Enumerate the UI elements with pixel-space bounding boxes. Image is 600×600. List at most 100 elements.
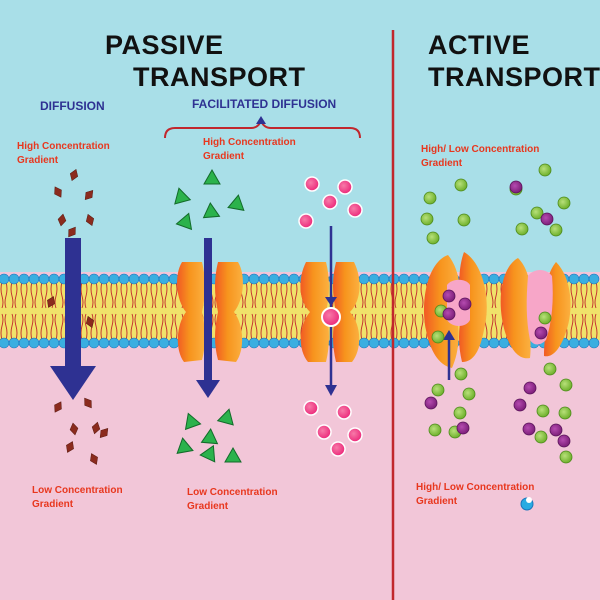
facilitated-low-label-1: Low Concentration: [187, 487, 278, 498]
diffusion-particle: [54, 401, 62, 413]
active-top-label-1: High/ Low Concentration: [421, 144, 540, 155]
phosphate-head: [118, 337, 130, 349]
phosphate-head: [408, 273, 420, 285]
phosphate-head: [278, 337, 290, 349]
pink-molecule: [316, 424, 332, 440]
phosphate-head: [568, 273, 580, 285]
phosphate-head: [588, 337, 600, 349]
diffusion-particle: [47, 296, 55, 308]
pink-molecule: [336, 404, 352, 420]
phosphate-head: [8, 337, 20, 349]
phosphate-head: [268, 273, 280, 285]
diffusion-high-label-2: Gradient: [17, 155, 59, 166]
phosphate-head: [278, 273, 290, 285]
diffusion-particle: [68, 226, 76, 238]
purple-molecule: [509, 180, 523, 194]
green-molecule: [423, 191, 437, 205]
phosphate-head: [128, 337, 140, 349]
green-molecule: [453, 406, 467, 420]
pink-molecule: [322, 194, 338, 210]
green-molecule: [426, 231, 440, 245]
phosphate-head: [488, 273, 500, 285]
phosphate-head: [148, 273, 160, 285]
diffusion-particle: [66, 441, 74, 453]
phosphate-head: [408, 337, 420, 349]
green-molecule: [515, 222, 529, 236]
phosphate-head: [168, 337, 180, 349]
diffusion-high-label-1: High Concentration: [17, 141, 110, 152]
phosphate-head: [288, 273, 300, 285]
purple-molecule: [442, 289, 456, 303]
green-molecule: [538, 163, 552, 177]
phosphate-head: [418, 273, 430, 285]
phosphate-head: [98, 273, 110, 285]
pink-molecule: [298, 213, 314, 229]
pink-molecules-low: [303, 400, 363, 457]
green-triangle: [224, 446, 242, 463]
diffusion-particle: [69, 168, 79, 182]
active-top-label-2: Gradient: [421, 158, 463, 169]
pink-molecule: [330, 441, 346, 457]
phosphate-head: [368, 273, 380, 285]
green-triangle: [174, 187, 192, 205]
diffusion-particle: [90, 453, 98, 465]
green-molecule: [428, 423, 442, 437]
active-bottom-label-1: High/ Low Concentration: [416, 482, 535, 493]
green-molecule: [454, 178, 468, 192]
green-triangle: [175, 212, 193, 231]
phosphate-head: [88, 337, 100, 349]
pink-molecule: [347, 427, 363, 443]
active-bottom-label-2: Gradient: [416, 496, 458, 507]
phosphate-head: [378, 273, 390, 285]
green-molecule: [462, 387, 476, 401]
green-triangle: [199, 444, 216, 463]
phosphate-head: [288, 337, 300, 349]
green-molecule: [534, 430, 548, 444]
phosphate-head: [398, 337, 410, 349]
diffusion-particle: [85, 315, 95, 329]
pink-molecules-high: [298, 176, 363, 229]
purple-molecule: [513, 398, 527, 412]
phosphate-head: [108, 273, 120, 285]
purple-molecule: [458, 297, 472, 311]
triangles-low: [176, 408, 242, 463]
pump-protein-1: [424, 252, 487, 368]
phosphate-head: [248, 337, 260, 349]
phosphate-head: [138, 273, 150, 285]
phosphate-head: [268, 337, 280, 349]
phosphate-head: [158, 273, 170, 285]
green-molecule: [559, 378, 573, 392]
phosphate-head: [18, 337, 30, 349]
green-triangle: [176, 437, 194, 454]
phosphate-head: [0, 273, 10, 285]
phosphate-head: [418, 337, 430, 349]
phosphate-head: [8, 273, 20, 285]
phosphate-head: [588, 273, 600, 285]
phosphate-head: [48, 337, 60, 349]
phosphate-head: [378, 337, 390, 349]
pump-protein-2: [500, 258, 571, 359]
active-title-line1: ACTIVE: [428, 30, 531, 60]
membrane-core: [0, 282, 600, 340]
brace-pointer: [256, 116, 266, 124]
phosphate-head: [158, 337, 170, 349]
green-molecule: [431, 330, 445, 344]
diffusion-low-label-2: Gradient: [32, 499, 74, 510]
diffusion-particle: [54, 186, 62, 198]
purple-molecule: [557, 434, 571, 448]
active-title-line2: TRANSPORT: [428, 62, 600, 92]
extracellular-region: [0, 0, 600, 272]
green-triangle: [216, 408, 234, 426]
pink-molecule: [304, 176, 320, 192]
green-molecule: [431, 383, 445, 397]
purple-molecule: [534, 326, 548, 340]
green-molecule: [543, 362, 557, 376]
purple-molecule: [540, 212, 554, 226]
diffusion-particle: [84, 190, 94, 200]
green-molecule: [454, 367, 468, 381]
green-triangle: [227, 194, 245, 211]
phosphate-head: [358, 273, 370, 285]
phosphate-head: [88, 273, 100, 285]
purple-molecules: [424, 180, 571, 448]
